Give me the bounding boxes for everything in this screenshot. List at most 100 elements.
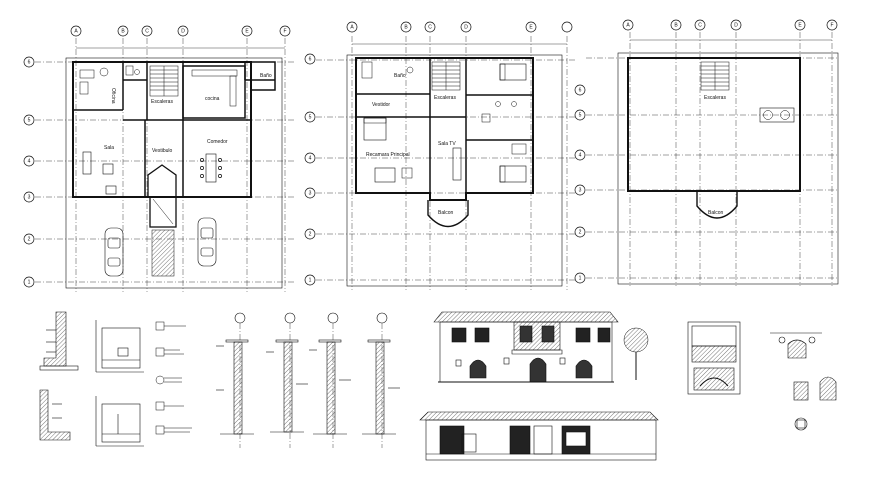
svg-text:6: 6 [579,87,582,93]
axis-bubble-C: C [141,25,153,292]
axis-bubble-4: 4 [574,149,838,161]
room-label-escaleras: Escaleras [151,99,173,105]
axis-bubble-4: 4 [23,155,295,167]
svg-text:1: 1 [579,275,582,281]
svg-text:D: D [464,24,468,30]
room-label-vestidor: Vestidor [372,102,390,108]
svg-text:1: 1 [309,277,312,283]
roof-lot-boundary [617,52,839,285]
svg-text:A: A [350,24,354,30]
axis-bubble-4: 4 [304,152,575,164]
dining-table-symbol [205,153,217,183]
svg-text:1: 1 [28,279,31,285]
wall-section-details [39,311,192,447]
upper-stairs [431,61,461,91]
bed-symbol-upper-right [499,63,527,81]
column-sections [216,312,400,448]
room-label-cocina: cocina [205,96,220,102]
roof-plan: A B C D E F 6 5 4 3 2 1 Escaleras Balcon [574,19,839,286]
svg-text:B: B [404,24,408,30]
svg-text:5: 5 [28,117,31,123]
svg-text:3: 3 [309,190,312,196]
door-window-details [770,332,837,431]
svg-text:C: C [428,24,432,30]
svg-text:3: 3 [28,194,31,200]
room-label-comedor: Comedor [207,139,228,145]
room-label-sala-tv: Sala TV [438,141,456,147]
svg-text:F: F [283,28,286,34]
svg-text:2: 2 [579,229,582,235]
axis-bubble-6: 6 [304,53,575,65]
column-section-4 [362,312,400,448]
axis-bubble-E: E [525,21,537,290]
axis-bubble-F: F [826,19,838,286]
roof-axis-top: A B C D E F [622,19,838,286]
master-bed-symbol [363,117,387,141]
tree-symbol [623,327,649,380]
roof-balcony [696,191,738,219]
svg-text:C: C [145,28,149,34]
upper-lot-boundary [346,54,563,287]
axis-bubble-B: B [670,19,682,286]
axis-bubble-B: B [400,21,412,290]
axis-bubble-1: 1 [304,274,575,286]
svg-text:4: 4 [309,155,312,161]
front-facade [433,311,649,383]
roof-outline [627,57,801,192]
axis-bubble-C: C [694,19,706,286]
svg-text:6: 6 [309,56,312,62]
axis-bubble-6: 6 [574,57,838,96]
column-section-2 [266,312,308,448]
svg-text:3: 3 [579,187,582,193]
axis-bubble-D: D [730,19,742,286]
entry-walkway [151,229,175,277]
long-section [419,411,659,461]
ground-stairs [149,65,179,97]
axis-bubble-A: A [346,21,358,290]
svg-text:B: B [674,22,678,28]
svg-text:B: B [121,28,125,34]
water-tanks [759,107,795,123]
column-section-1 [216,312,254,448]
room-label-balcon: Balcon [708,210,724,216]
car-symbol-right [197,217,217,267]
svg-text:4: 4 [579,152,582,158]
svg-text:4: 4 [28,158,31,164]
upper-axis-left: 6 5 4 3 2 1 [304,53,575,286]
axis-bubble-F: F [279,25,291,292]
svg-text:5: 5 [309,114,312,120]
axis-bubble-A: A [70,25,82,292]
svg-text:F: F [830,22,833,28]
room-label-escaleras: Escaleras [434,95,456,101]
column-section-3 [309,312,351,448]
ground-lot-boundary [65,57,283,289]
detail-callouts [155,321,192,435]
upper-balcony [427,200,469,228]
svg-text:5: 5 [579,112,582,118]
room-label-escaleras: Escaleras [704,95,726,101]
room-label-recamara-principal: Recamara Principal [366,152,410,158]
bed-symbol-lower-right [499,165,527,183]
svg-text:A: A [626,22,630,28]
roof-stair-hatch [700,61,730,91]
ground-floor-plan: A B C D E F 6 5 4 3 2 1 [23,25,295,292]
svg-text:2: 2 [28,236,31,242]
svg-text:C: C [698,22,702,28]
axis-bubble-5: 5 [574,109,838,121]
room-label-vestibulo: Vestibulo [152,148,173,154]
roof-axis-left: 6 5 4 3 2 1 [574,57,838,284]
svg-text:E: E [798,22,802,28]
room-label-oficina: Oficina [110,88,116,104]
svg-text:A: A [74,28,78,34]
room-label-balcon: Balcon [438,210,454,216]
room-label-sala: Sala [104,145,114,151]
svg-text:2: 2 [309,231,312,237]
axis-bubble-3: 3 [304,187,575,199]
axis-bubble-F [561,21,573,290]
axis-bubble-1: 1 [574,272,838,284]
svg-text:D: D [181,28,185,34]
side-section [687,321,741,395]
axis-bubble-E: E [241,25,253,292]
svg-text:6: 6 [28,59,31,65]
